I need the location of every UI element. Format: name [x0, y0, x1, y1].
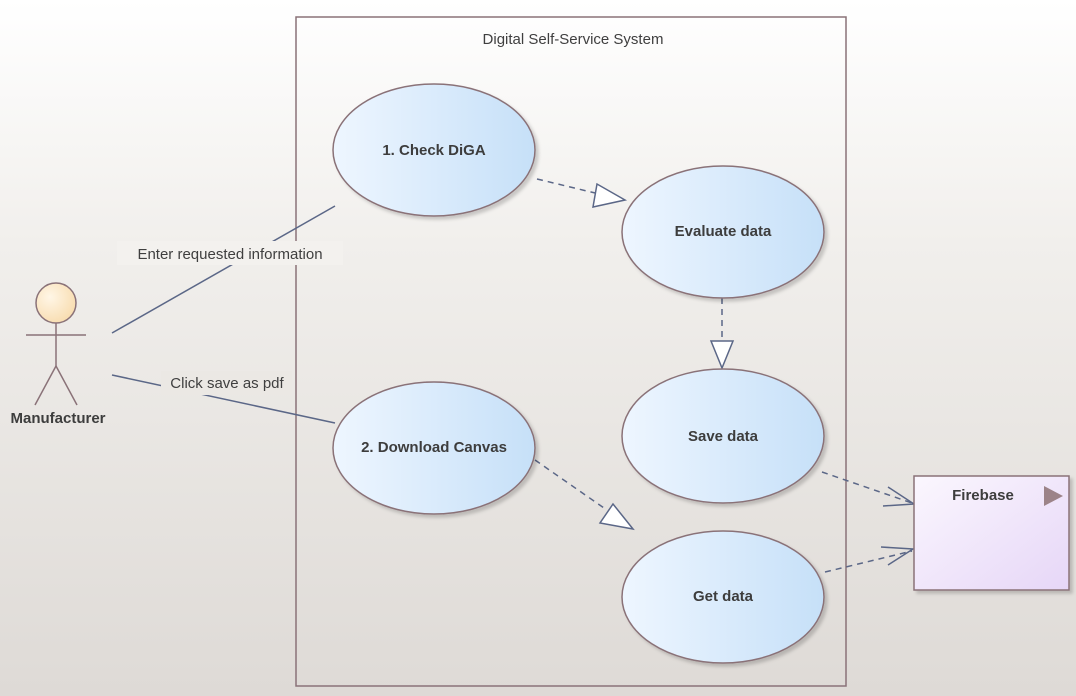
association-label-bg — [161, 371, 292, 395]
play-icon — [1044, 486, 1063, 506]
actor-head — [35, 282, 77, 324]
dependency-get-to-firebase[interactable] — [824, 546, 916, 573]
component-firebase[interactable]: Firebase — [913, 475, 1070, 591]
use-case-check-diga-label: 1. Check DiGA — [382, 142, 486, 159]
use-case-get-data-label: Get data — [693, 588, 754, 605]
association-label-enter-info: Enter requested information — [137, 246, 322, 263]
association-label-click-save: Click save as pdf — [170, 375, 284, 392]
use-case-save-data[interactable]: Save data — [621, 368, 825, 504]
system-boundary-title: Digital Self-Service System — [483, 31, 664, 48]
use-case-evaluate-data[interactable]: Evaluate data — [621, 165, 825, 299]
use-case-evaluate-data-label: Evaluate data — [675, 223, 772, 240]
actor-manufacturer[interactable]: Manufacturer — [10, 282, 106, 427]
association-enter-info[interactable] — [111, 205, 336, 334]
dependency-check-to-evaluate[interactable] — [536, 178, 628, 208]
component-firebase-label: Firebase — [952, 487, 1014, 504]
use-case-save-data-label: Save data — [688, 428, 759, 445]
association-click-save[interactable] — [111, 374, 336, 424]
use-case-get-data[interactable]: Get data — [621, 530, 825, 664]
dependency-download-to-get[interactable] — [534, 459, 635, 531]
actor-label: Manufacturer — [10, 410, 105, 427]
association-label-bg — [117, 241, 343, 265]
use-case-download-canvas[interactable]: 2. Download Canvas — [332, 381, 536, 515]
system-boundary[interactable]: Digital Self-Service System — [295, 16, 847, 687]
use-case-check-diga[interactable]: 1. Check DiGA — [332, 83, 536, 217]
use-case-download-canvas-label: 2. Download Canvas — [361, 439, 507, 456]
dependency-evaluate-to-save[interactable] — [709, 298, 735, 370]
dependency-save-to-firebase[interactable] — [821, 471, 917, 507]
